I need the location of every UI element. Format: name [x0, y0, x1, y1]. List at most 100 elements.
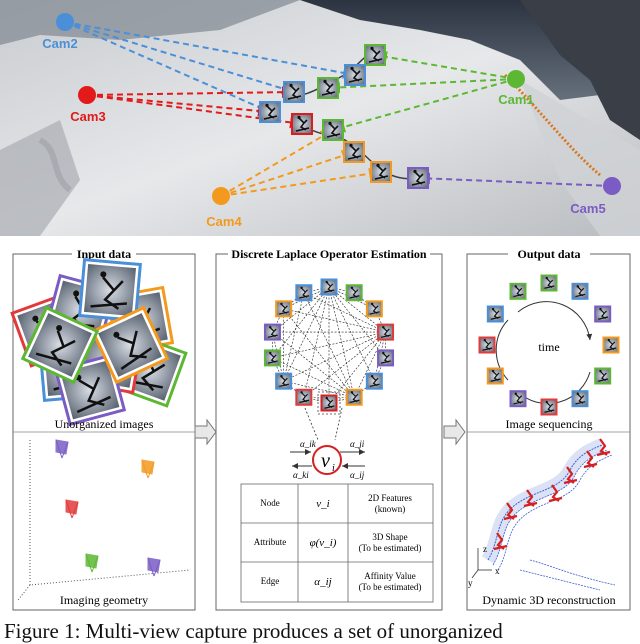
- camera-ray: [327, 78, 517, 94]
- graph-edge: [328, 286, 386, 333]
- camera-frustum: [55, 439, 69, 459]
- table-row-desc: Affinity Value: [364, 571, 415, 581]
- graph-node: [295, 388, 313, 406]
- edge-label-top-left: α_ik: [300, 439, 317, 449]
- skier-thumbnails: [259, 44, 429, 189]
- graph-node: [295, 284, 313, 302]
- graph-node: [275, 300, 293, 318]
- graph-node: [377, 349, 395, 367]
- skier-thumbnail: [317, 77, 339, 99]
- axis-y-label: y: [468, 578, 473, 588]
- cam1-label: Cam1: [498, 92, 533, 107]
- table-row-name: Edge: [261, 576, 280, 586]
- image-sequencing-caption: Image sequencing: [506, 417, 593, 431]
- laplace-graph: [263, 278, 395, 415]
- sequence-frame: [486, 305, 504, 323]
- camera-rays: [64, 21, 613, 197]
- edge-label-top-right: α_ji: [350, 439, 365, 449]
- input-panel-title: Input data: [77, 247, 131, 261]
- edge-label-bottom-left: α_ki: [293, 470, 309, 480]
- sequence-frame: [540, 398, 558, 416]
- cam2-label: Cam2: [42, 36, 77, 51]
- camera-ray: [220, 129, 334, 197]
- graph-edge: [303, 292, 386, 333]
- table-row-desc-note: (To be estimated): [359, 582, 422, 592]
- table-row-symbol: α_ij: [314, 576, 331, 588]
- skier-thumbnail: [291, 113, 313, 135]
- camera-ray: [332, 78, 517, 133]
- graph-edge: [303, 292, 355, 398]
- sequence-frame: [602, 336, 620, 354]
- graph-edge: [272, 286, 330, 359]
- imaging-geometry-plot: [17, 439, 191, 601]
- reconstructed-skier: [596, 438, 611, 457]
- node-subscript: i: [332, 463, 335, 474]
- cam5-marker: [603, 177, 621, 195]
- reconstructed-skier: [548, 484, 563, 503]
- table-row-desc: 3D Shape: [372, 532, 407, 542]
- skier-thumbnail: [283, 81, 305, 103]
- camera-frustum: [85, 553, 99, 573]
- arrow-input-to-laplace: [194, 418, 217, 446]
- skier-thumbnail: [259, 101, 281, 123]
- output-panel-title: Output data: [517, 247, 580, 261]
- skier-thumbnail: [343, 141, 365, 163]
- node-v-i: [312, 445, 342, 475]
- unorganized-image: [90, 305, 170, 385]
- cam4-marker: [212, 187, 230, 205]
- dynamic-3d-caption: Dynamic 3D reconstruction: [482, 593, 615, 607]
- graph-edge: [328, 331, 386, 404]
- graph-edge: [303, 286, 330, 398]
- graph-edge: [272, 286, 330, 333]
- imaging-geometry-caption: Imaging geometry: [60, 593, 148, 607]
- cam2-marker: [56, 13, 74, 31]
- skier-thumbnail: [407, 167, 429, 189]
- camera-ray: [220, 150, 355, 197]
- table-row-name: Attribute: [254, 537, 287, 547]
- unorganized-image: [78, 258, 142, 322]
- camera-frustum: [141, 459, 155, 479]
- reconstructed-skier: [503, 502, 518, 521]
- skier-thumbnail: [364, 44, 386, 66]
- camera-ray: [86, 86, 295, 99]
- cam3-label: Cam3: [70, 109, 105, 124]
- sequence-frame: [478, 336, 496, 354]
- time-label: time: [538, 340, 559, 354]
- sequence-frame: [571, 390, 589, 408]
- graph-node: [320, 394, 338, 412]
- graph-edge: [328, 286, 355, 398]
- image-sequence-ring: [478, 274, 620, 416]
- table-row-desc-note: (To be estimated): [359, 543, 422, 553]
- camera-frustum: [147, 557, 161, 577]
- graph-node: [365, 372, 383, 390]
- unorganized-images-caption: Unorganized images: [55, 417, 154, 431]
- unorganized-image: [20, 305, 100, 385]
- sequence-frame: [594, 305, 612, 323]
- camera-frustum: [65, 499, 79, 519]
- graph-node: [263, 349, 281, 367]
- axis-z-label: z: [483, 544, 487, 554]
- ski-slope-photo: [0, 0, 640, 236]
- node-symbol: v: [321, 450, 330, 472]
- graph-node: [320, 278, 338, 296]
- cam1-marker: [507, 70, 525, 88]
- graph-node: [365, 300, 383, 318]
- reconstructed-skier: [563, 466, 578, 485]
- skier-thumbnail: [370, 161, 392, 183]
- arrow-laplace-to-output: [443, 418, 466, 446]
- reconstructed-skier: [493, 532, 508, 551]
- graph-node: [345, 388, 363, 406]
- cam4-label: Cam4: [206, 214, 242, 229]
- cam5-label: Cam5: [570, 201, 605, 216]
- sequence-frame: [540, 274, 558, 292]
- laplace-panel-title: Discrete Laplace Operator Estimation: [231, 247, 427, 261]
- graph-edge: [283, 308, 355, 398]
- graph-edge: [283, 380, 355, 398]
- graph-edge: [283, 331, 386, 382]
- camera-ray: [220, 167, 382, 197]
- skier-thumbnail: [344, 64, 366, 86]
- graph-node: [263, 323, 281, 341]
- camera-ray: [64, 21, 271, 113]
